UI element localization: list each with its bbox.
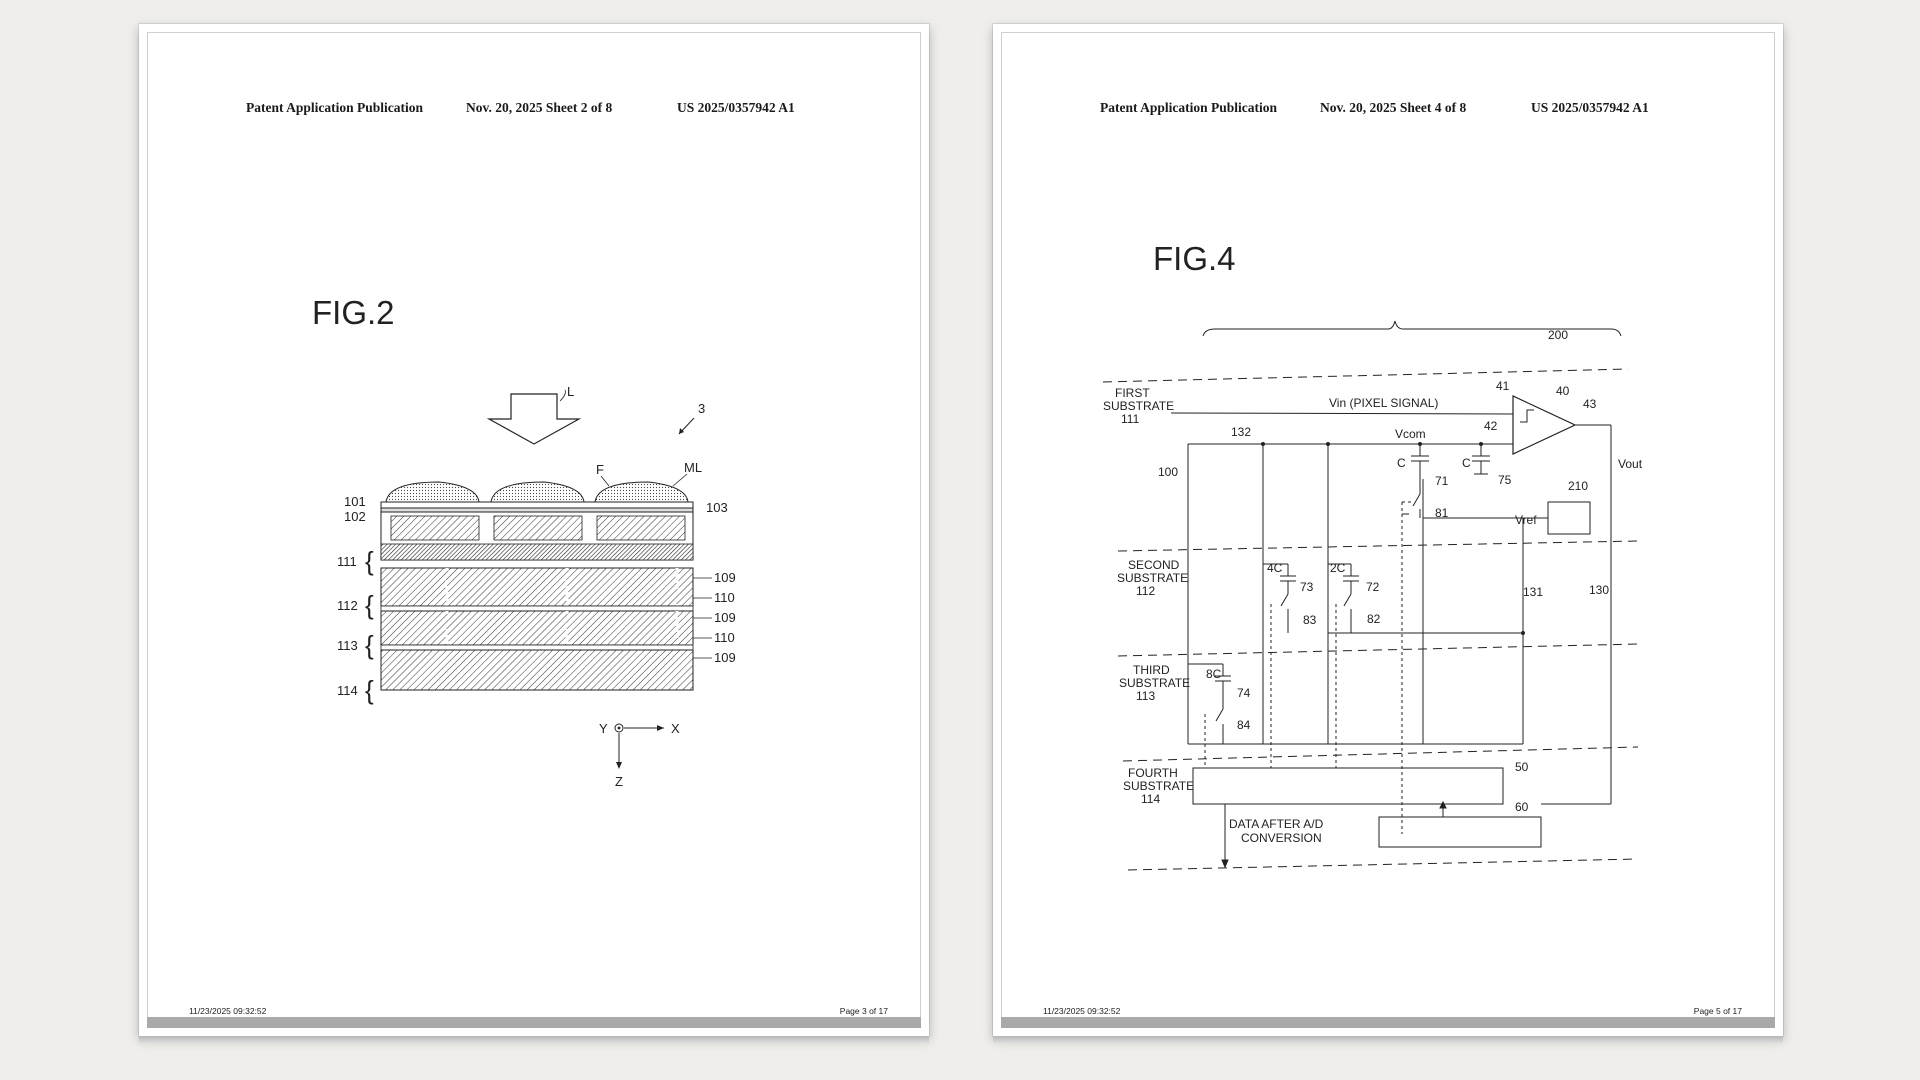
first-substrate-line1: FIRST: [1115, 386, 1150, 400]
header-patent-number: US 2025/0357942 A1: [677, 100, 795, 115]
document-page-right: Patent Application Publication Nov. 20, …: [993, 24, 1783, 1044]
label-vin: Vin (PIXEL SIGNAL): [1329, 396, 1438, 410]
label-210: 210: [1568, 479, 1588, 493]
fig2-drawing: L 3 F ML 101 102 103 111 { 112 {: [337, 384, 736, 789]
footer-page-number: Page 5 of 17: [1693, 1006, 1742, 1016]
label-110-a: 110: [714, 590, 735, 605]
second-substrate-line1: SECOND: [1128, 558, 1180, 572]
label-82: 82: [1367, 612, 1381, 626]
label-42: 42: [1484, 419, 1498, 433]
label-43: 43: [1583, 397, 1597, 411]
label-72: 72: [1366, 580, 1380, 594]
document-page-left: Patent Application Publication Nov. 20, …: [139, 24, 929, 1044]
label-100: 100: [1158, 465, 1178, 479]
label-50: 50: [1515, 760, 1529, 774]
svg-text:{: {: [365, 675, 374, 705]
label-2c: 2C: [1330, 561, 1346, 575]
label-110-b: 110: [714, 630, 735, 645]
axis-label-x: X: [671, 721, 680, 736]
label-200: 200: [1548, 328, 1568, 342]
label-131: 131: [1523, 585, 1543, 599]
third-substrate-line3: 113: [1136, 689, 1155, 703]
label-101: 101: [344, 494, 366, 509]
label-75: 75: [1498, 473, 1512, 487]
first-substrate-line3: 111: [1121, 412, 1140, 426]
label-81: 81: [1435, 506, 1449, 520]
footer-page-number: Page 3 of 17: [839, 1006, 888, 1016]
svg-text:{: {: [365, 630, 374, 660]
label-3: 3: [698, 401, 705, 416]
axis-label-z: Z: [615, 774, 623, 789]
label-8c: 8C: [1206, 667, 1222, 681]
label-114: 114: [337, 683, 358, 698]
page-bottom-bar: [147, 1017, 921, 1028]
third-substrate-line2: SUBSTRATE: [1119, 676, 1190, 690]
label-vref: Vref: [1515, 513, 1537, 527]
second-substrate-line2: SUBSTRATE: [1117, 571, 1188, 585]
data-after-ad-line1: DATA AFTER A/D: [1229, 817, 1324, 831]
footer-timestamp: 11/23/2025 09:32:52: [189, 1006, 267, 1016]
label-112: 112: [337, 598, 358, 613]
label-ML: ML: [684, 460, 702, 475]
footer-timestamp: 11/23/2025 09:32:52: [1043, 1006, 1121, 1016]
first-substrate-line2: SUBSTRATE: [1103, 399, 1174, 413]
label-109-a: 109: [714, 570, 736, 585]
label-74: 74: [1237, 686, 1251, 700]
label-vcom: Vcom: [1395, 427, 1426, 441]
label-71: 71: [1435, 474, 1449, 488]
label-130: 130: [1589, 583, 1609, 597]
page-bottom-bar: [1001, 1017, 1775, 1028]
label-132: 132: [1231, 425, 1251, 439]
label-c2: C: [1462, 456, 1471, 470]
header-date-sheet: Nov. 20, 2025 Sheet 4 of 8: [1320, 100, 1467, 115]
fourth-substrate-line2: SUBSTRATE: [1123, 779, 1194, 793]
svg-text:{: {: [365, 546, 374, 576]
label-109-b: 109: [714, 610, 736, 625]
label-vout: Vout: [1618, 457, 1643, 471]
fourth-substrate-line3: 114: [1141, 792, 1160, 806]
label-113: 113: [337, 638, 358, 653]
header-patent-number: US 2025/0357942 A1: [1531, 100, 1649, 115]
axis-label-y: Y: [599, 721, 608, 736]
data-after-ad-line2: CONVERSION: [1241, 831, 1322, 845]
label-c1: C: [1397, 456, 1406, 470]
label-84: 84: [1237, 718, 1251, 732]
label-103: 103: [706, 500, 728, 515]
label-111: 111: [337, 554, 357, 569]
header-publication: Patent Application Publication: [1100, 100, 1278, 115]
fourth-substrate-line1: FOURTH: [1128, 766, 1178, 780]
header-date-sheet: Nov. 20, 2025 Sheet 2 of 8: [466, 100, 613, 115]
third-substrate-line1: THIRD: [1133, 663, 1170, 677]
page-shadow: [139, 1036, 929, 1044]
svg-text:{: {: [365, 590, 374, 620]
label-109-c: 109: [714, 650, 736, 665]
label-83: 83: [1303, 613, 1317, 627]
label-60: 60: [1515, 800, 1529, 814]
label-41: 41: [1496, 379, 1510, 393]
second-substrate-line3: 112: [1136, 584, 1155, 598]
header-publication: Patent Application Publication: [246, 100, 424, 115]
label-F: F: [596, 462, 604, 477]
figure-title: FIG.4: [1153, 240, 1236, 277]
label-L: L: [567, 384, 574, 399]
page-shadow: [993, 1036, 1783, 1044]
label-40: 40: [1556, 384, 1570, 398]
label-4c: 4C: [1267, 561, 1283, 575]
figure-title: FIG.2: [312, 294, 395, 331]
label-102: 102: [344, 509, 366, 524]
label-73: 73: [1300, 580, 1314, 594]
fig4-circuit-diagram: 200 FIRST SUBSTRATE 111 Vin (PIXEL SIGNA…: [1102, 320, 1643, 871]
